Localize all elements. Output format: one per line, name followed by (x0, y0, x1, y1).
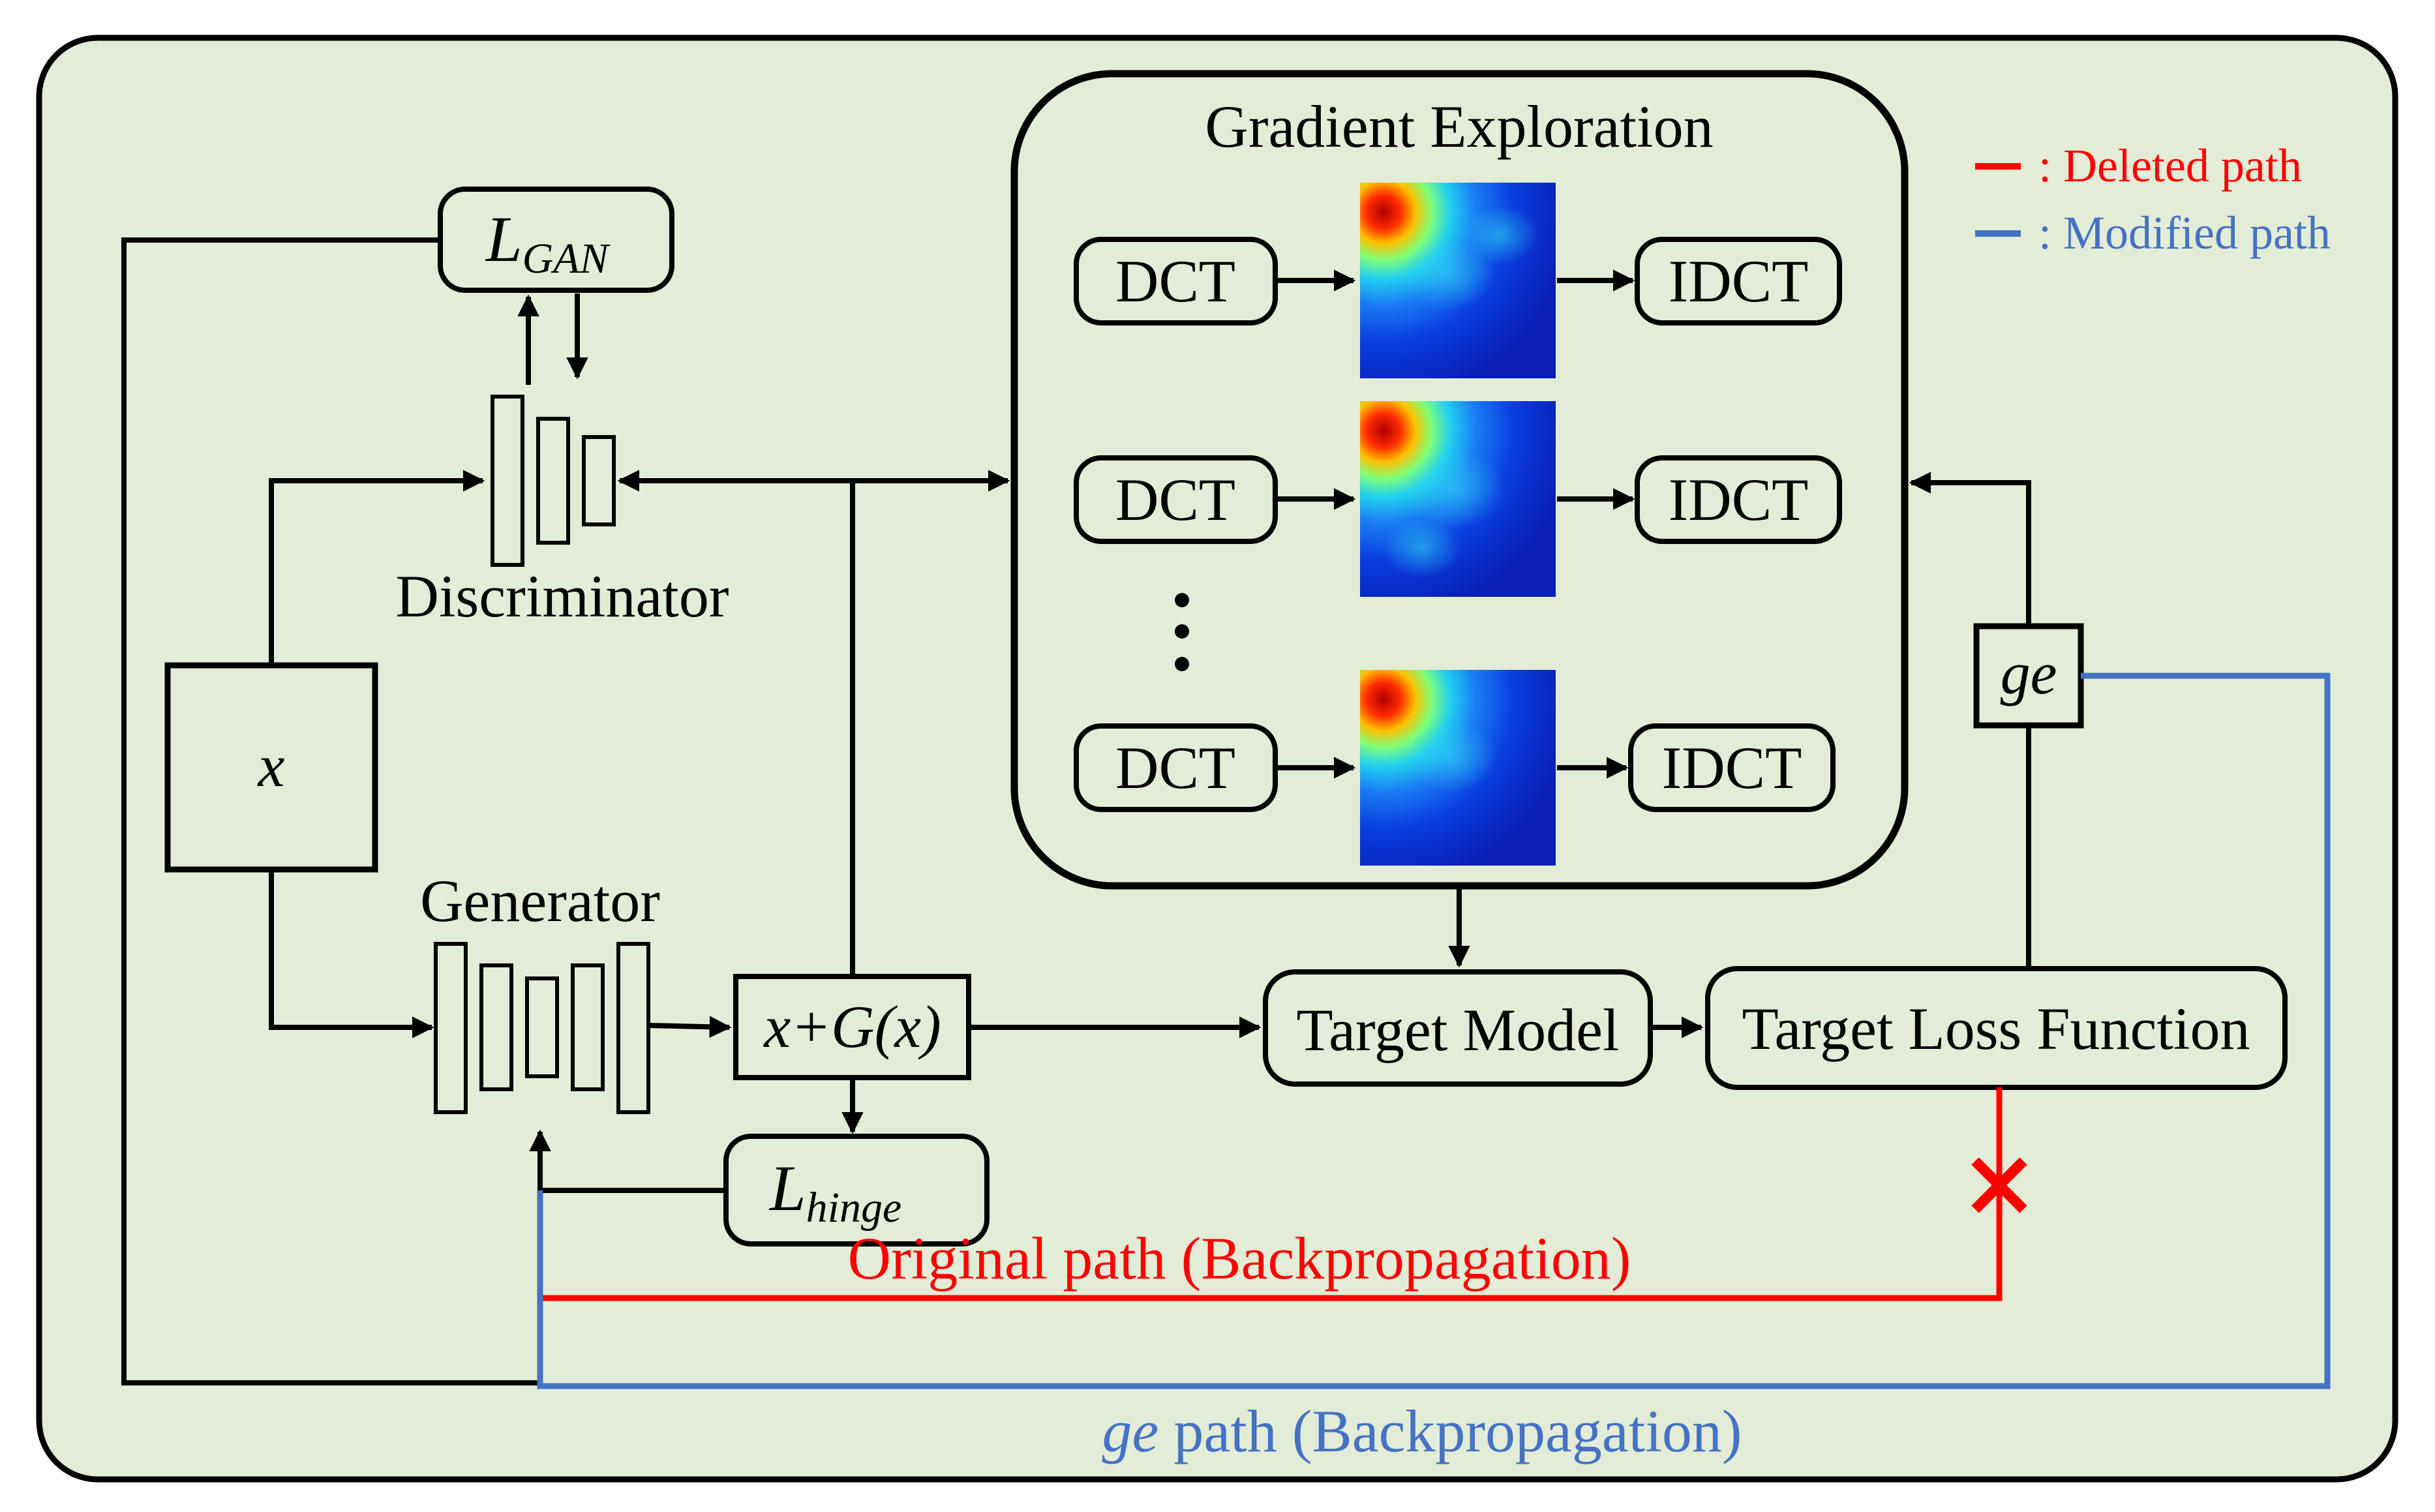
input-x-label: x (257, 733, 285, 799)
discriminator-label: Discriminator (396, 563, 729, 629)
original-path-label: Original path (Backpropagation) (848, 1225, 1631, 1292)
l-gan-label: LGAN (485, 203, 611, 282)
original-path-red (540, 1087, 2003, 1301)
idct-box-3 (1628, 723, 1836, 812)
idct-box-1 (1635, 237, 1842, 325)
heatmap-image-2 (1360, 401, 1556, 597)
target-model-box (1263, 969, 1653, 1087)
ellipsis-dot-2 (1175, 624, 1189, 639)
target-loss-label: Target Loss Function (1742, 995, 2250, 1062)
l-hinge-label: Lhinge (768, 1152, 901, 1232)
ge-path-blue (537, 673, 2331, 1389)
arrow-x-to-generator (269, 869, 434, 1038)
generator-network-icon (434, 942, 650, 1114)
ellipsis-dot-1 (1175, 593, 1189, 607)
legend-modified-label: : Modified path (2038, 207, 2331, 259)
dct-box-3 (1074, 723, 1278, 812)
ge-path-label: ge path (Backpropagation) (1102, 1398, 1742, 1464)
line-lgan-feedback (121, 237, 540, 1385)
ellipsis-dot-3 (1175, 657, 1189, 671)
target-model-label: Target Model (1296, 997, 1619, 1063)
x-mark-icon (1971, 1157, 2027, 1213)
gradient-exploration-title: Gradient Exploration (1205, 93, 1713, 160)
dct-box-1 (1074, 237, 1278, 325)
idct-box-2 (1635, 455, 1842, 544)
background-panel (36, 35, 2398, 1483)
ge-label: ge (2001, 640, 2057, 706)
dct-box-2 (1074, 455, 1278, 544)
arrow-x-to-discriminator (269, 470, 485, 665)
legend-deleted-label: : Deleted path (2038, 140, 2302, 192)
heatmap-image-3 (1360, 670, 1556, 866)
xg-label: x+G(x) (763, 993, 941, 1060)
arrow-ge-to-gradient-exploration (1909, 472, 2031, 626)
heatmap-image-1 (1360, 183, 1556, 378)
discriminator-network-icon (491, 395, 616, 567)
dct-label-3: DCT (1115, 734, 1235, 801)
idct-label-2: IDCT (1669, 466, 1809, 533)
arrow-generator-to-xg (649, 1016, 732, 1038)
idct-label-1: IDCT (1669, 248, 1809, 314)
idct-label-3: IDCT (1662, 734, 1802, 801)
dct-label-1: DCT (1115, 248, 1235, 314)
generator-label: Generator (420, 868, 660, 934)
dct-label-2: DCT (1115, 466, 1235, 533)
